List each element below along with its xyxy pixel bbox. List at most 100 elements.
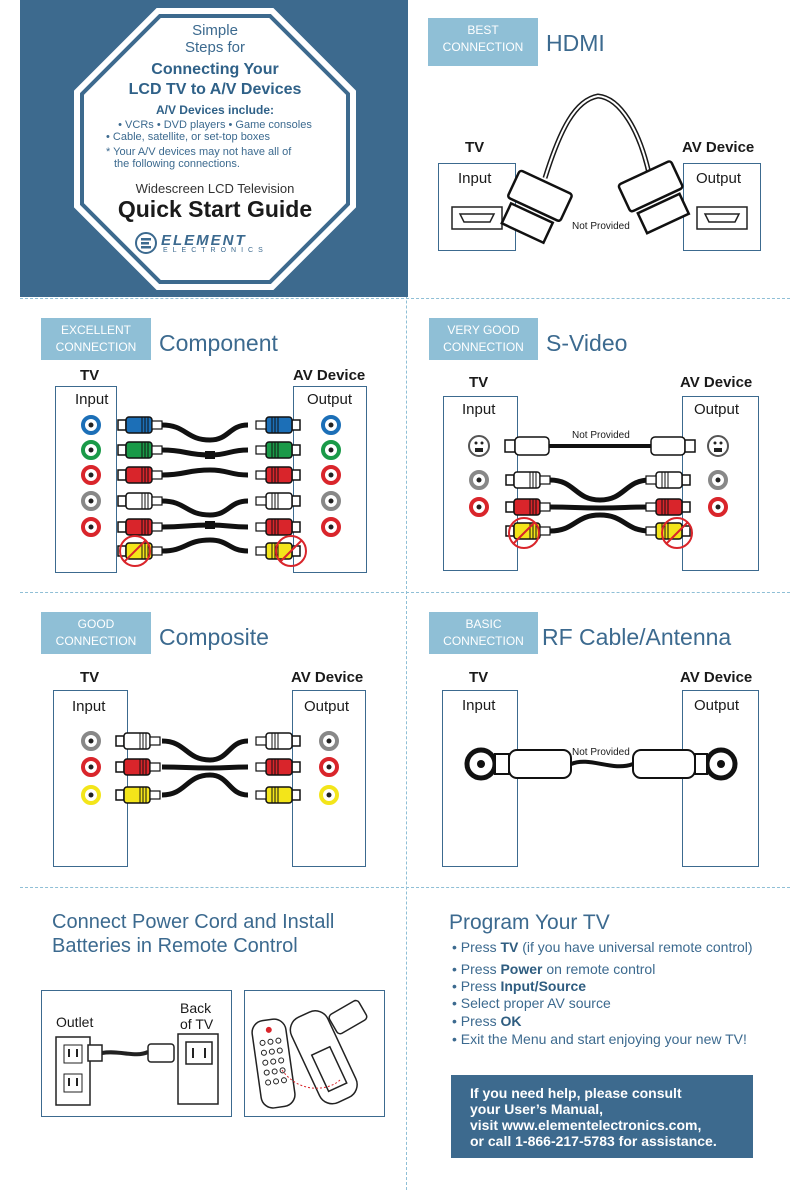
svideo-output-label: Output [694, 401, 740, 418]
cable [209, 422, 249, 443]
rf-badge-line2: CONNECTION [443, 634, 524, 648]
horizontal-divider-2 [20, 592, 790, 593]
cable [161, 522, 211, 530]
rf-tv-label: TV [469, 669, 489, 686]
outlet-icon [55, 1036, 91, 1106]
composite-badge-line1: GOOD [77, 617, 115, 631]
cable [209, 537, 249, 554]
svideo-badge-line1: VERY GOOD [447, 323, 520, 337]
power-plug-icon [87, 1043, 175, 1063]
composite-output-label: Output [304, 698, 350, 715]
prohibited-icon [275, 535, 307, 567]
svideo-jack-icon [707, 435, 729, 457]
rf-output-label: Output [694, 697, 740, 714]
hero-guide-title: Quick Start Guide [117, 196, 313, 222]
hdmi-plug-right [617, 160, 691, 235]
power-title-1: Connect Power Cord and Install [52, 911, 335, 933]
horizontal-divider-1 [20, 298, 790, 299]
hero-subtitle: Widescreen LCD Television [135, 181, 295, 196]
hero-note-2: the following connections. [114, 158, 240, 170]
svideo-tv-label: TV [469, 374, 489, 391]
cable [599, 477, 651, 503]
svideo-input-label: Input [462, 401, 496, 418]
cable [599, 504, 651, 511]
brand-sub: ELECTRONICS [163, 247, 268, 254]
help-box: If you need help, please consult your Us… [451, 1075, 753, 1158]
tv-power-socket-icon [177, 1033, 219, 1105]
cable [161, 537, 211, 554]
composite-badge-line2: CONNECTION [55, 634, 137, 648]
cable [161, 467, 211, 478]
cable [161, 772, 211, 798]
svideo-badge: VERY GOOD CONNECTION [429, 318, 538, 360]
rf-badge-line1: BASIC [465, 617, 502, 631]
component-av-label: AV Device [293, 367, 366, 384]
rf-av-label: AV Device [680, 669, 753, 686]
hdmi-plug-left [500, 169, 573, 245]
svideo-badge-line2: CONNECTION [443, 340, 524, 354]
remote-control-icon [251, 1018, 296, 1109]
hdmi-badge-line2: CONNECTION [442, 40, 524, 54]
horizontal-divider-3 [20, 887, 790, 888]
cable [549, 512, 601, 534]
cable [161, 764, 211, 771]
program-step: • Press OK [452, 1013, 522, 1029]
composite-input-label: Input [72, 698, 106, 715]
remote-back-icon [281, 999, 368, 1105]
cable [209, 467, 249, 478]
rf-not-provided: Not Provided [572, 747, 630, 758]
hdmi-not-provided: Not Provided [572, 221, 630, 232]
rf-title: RF Cable/Antenna [542, 624, 732, 650]
component-badge-line1: EXCELLENT [60, 323, 132, 337]
program-step: • Select proper AV source [452, 995, 611, 1011]
hero-note-1: * Your A/V devices may not have all of [106, 146, 292, 158]
cable [209, 772, 249, 798]
hdmi-tv-label: TV [465, 139, 485, 156]
component-badge-line2: CONNECTION [55, 340, 137, 354]
hero-simple: Simple [192, 22, 238, 39]
component-badge: EXCELLENT CONNECTION [41, 318, 151, 360]
cable [209, 738, 249, 763]
cable [161, 498, 211, 518]
rf-input-label: Input [462, 697, 496, 714]
back-of-tv-line2: of TV [180, 1016, 214, 1032]
component-output-label: Output [307, 391, 353, 408]
svideo-title: S-Video [546, 330, 628, 356]
program-step: • Exit the Menu and start enjoying your … [452, 1031, 747, 1047]
element-logo-icon [135, 232, 157, 254]
composite-title: Composite [159, 624, 269, 650]
vertical-divider [406, 0, 407, 1190]
back-of-tv-line1: Back [180, 1000, 212, 1016]
hdmi-av-label: AV Device [682, 139, 755, 156]
cable [161, 447, 211, 458]
hero-steps-for: Steps for [184, 39, 246, 56]
help-line-4: or call 1-866-217-5783 for assistance. [470, 1133, 717, 1149]
rf-badge: BASIC CONNECTION [429, 612, 538, 654]
rf-port-icon [464, 747, 738, 781]
cable [161, 422, 211, 443]
hero-bullet-2: • Cable, satellite, or set-top boxes [106, 131, 271, 143]
hdmi-badge: BEST CONNECTION [428, 18, 538, 66]
help-line-2: your User’s Manual, [470, 1101, 604, 1117]
hero-devices-include: A/V Devices include: [155, 103, 275, 117]
prohibited-icon [661, 517, 693, 549]
outlet-label: Outlet [56, 1014, 94, 1030]
hdmi-port-icon [451, 206, 748, 230]
composite-tv-label: TV [80, 669, 100, 686]
prohibited-icon [508, 517, 540, 549]
program-title: Program Your TV [449, 911, 610, 934]
cable [549, 504, 601, 511]
composite-tv-panel [53, 690, 128, 867]
cable [209, 498, 249, 518]
svideo-av-label: AV Device [680, 374, 753, 391]
program-step: • Press TV (if you have universal remote… [452, 939, 753, 955]
hdmi-input-label: Input [458, 170, 492, 187]
hdmi-badge-line1: BEST [467, 23, 499, 37]
svideo-jack-icon [468, 435, 490, 457]
